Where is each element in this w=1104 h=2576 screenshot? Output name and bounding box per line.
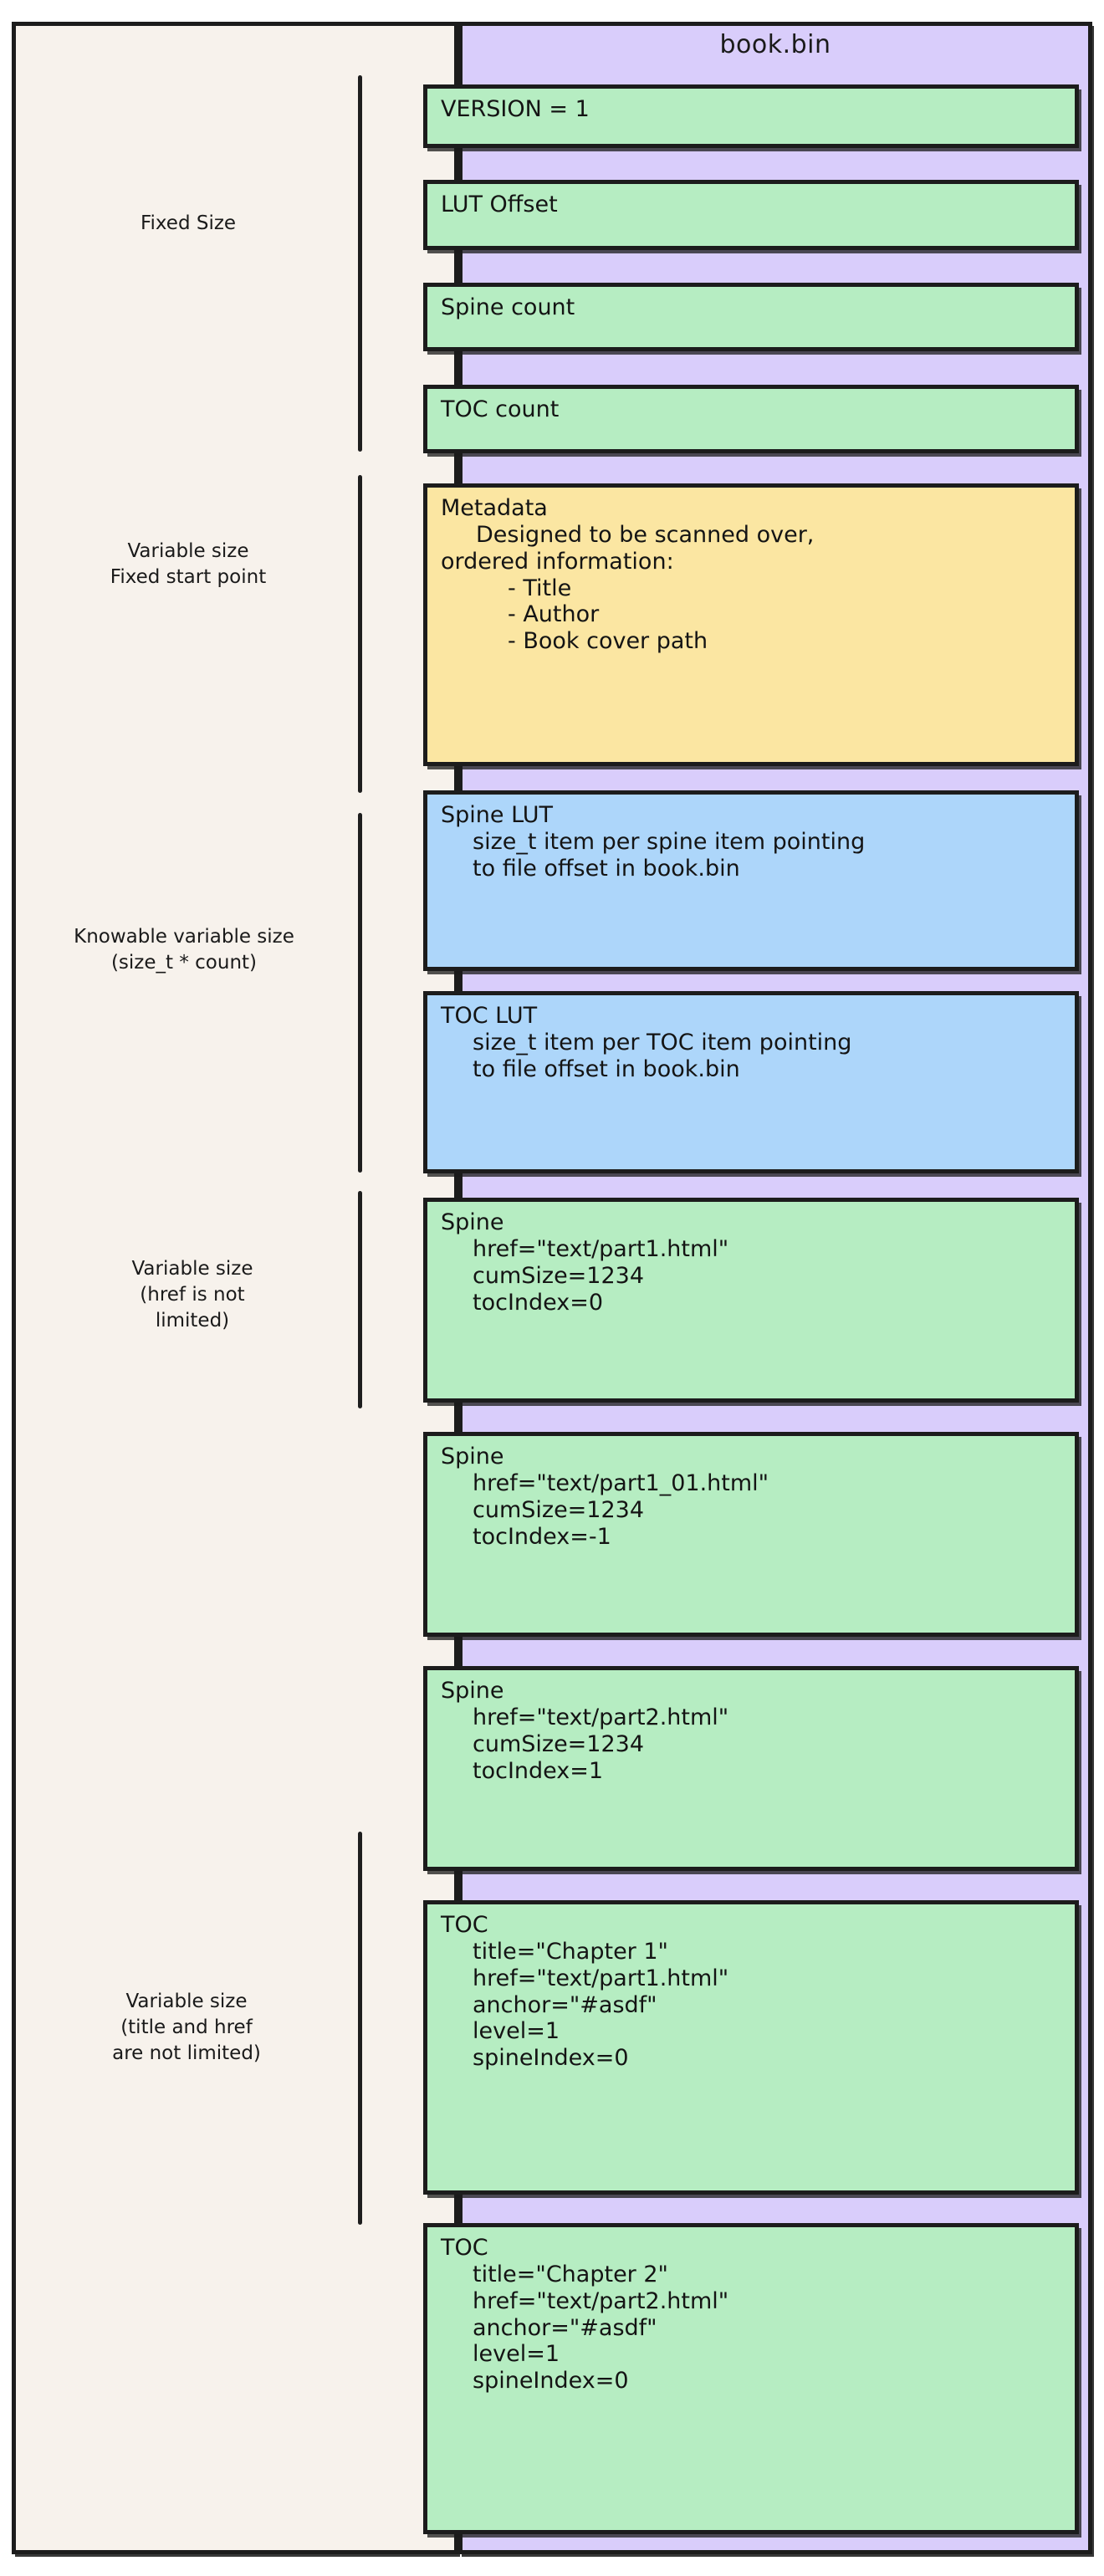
block-line: ordered information: bbox=[441, 548, 674, 575]
block-line: anchor="#asdf" bbox=[473, 1991, 657, 2018]
block-line: spineIndex=0 bbox=[473, 2368, 629, 2395]
block-line: Spine bbox=[441, 1209, 504, 1235]
annotation-variable-title-href: Variable size (title and href are not li… bbox=[112, 1991, 261, 2064]
block-line: - Book cover path bbox=[508, 628, 708, 655]
block-line: size_t item per TOC item pointing bbox=[473, 1029, 852, 1055]
block-line: TOC count bbox=[441, 396, 560, 422]
block-toc-count: TOC count bbox=[423, 385, 1079, 453]
block-line: level=1 bbox=[473, 2018, 560, 2045]
block-line: TOC bbox=[441, 2235, 488, 2261]
annotation-fixed-size: Fixed Size bbox=[140, 212, 237, 234]
block-line: title="Chapter 2" bbox=[473, 2261, 668, 2287]
block-line: Spine bbox=[441, 1444, 504, 1469]
block-line: Spine LUT bbox=[441, 802, 554, 828]
bracket-variable-href bbox=[358, 1191, 362, 1408]
block-line: TOC LUT bbox=[441, 1003, 538, 1029]
block-line: spineIndex=0 bbox=[473, 2045, 629, 2072]
bracket-variable-fixed-start bbox=[358, 475, 362, 793]
block-line: Spine bbox=[441, 1678, 504, 1704]
block-line: href="text/part1.html" bbox=[473, 1235, 729, 1262]
block-line: to file offset in book.bin bbox=[473, 855, 740, 882]
block-line: to file offset in book.bin bbox=[473, 1055, 740, 1082]
annotation-variable-fixed-start: Variable size Fixed start point bbox=[110, 540, 267, 588]
block-line: cumSize=1234 bbox=[473, 1262, 645, 1289]
block-line: level=1 bbox=[473, 2341, 560, 2368]
block-line: href="text/part1.html" bbox=[473, 1965, 729, 1991]
annotation-panel bbox=[12, 22, 458, 2554]
block-line: LUT Offset bbox=[441, 192, 558, 217]
block-line: href="text/part1_01.html" bbox=[473, 1469, 769, 1496]
bracket-knowable-variable bbox=[358, 813, 362, 1173]
block-line: tocIndex=-1 bbox=[473, 1523, 611, 1550]
block-line: size_t item per spine item pointing bbox=[473, 828, 866, 855]
block-line: href="text/part2.html" bbox=[473, 2287, 729, 2314]
annotation-knowable-variable: Knowable variable size (size_t * count) bbox=[74, 926, 294, 974]
block-spine-count: Spine count bbox=[423, 283, 1079, 351]
block-line: Metadata bbox=[441, 495, 548, 521]
bracket-variable-title-href bbox=[358, 1832, 362, 2225]
file-title: book.bin bbox=[719, 30, 831, 59]
block-line: tocIndex=0 bbox=[473, 1289, 604, 1316]
bracket-fixed-size bbox=[358, 75, 362, 452]
block-version: VERSION = 1 bbox=[423, 84, 1079, 148]
annotation-variable-href: Variable size (href is not limited) bbox=[131, 1258, 253, 1331]
block-line: - Author bbox=[508, 601, 600, 628]
block-line: VERSION = 1 bbox=[441, 96, 590, 122]
block-line: Designed to be scanned over, bbox=[476, 521, 815, 548]
block-line: Spine count bbox=[441, 294, 575, 320]
block-line: - Title bbox=[508, 575, 572, 601]
block-line: TOC bbox=[441, 1912, 488, 1938]
block-lut-offset: LUT Offset bbox=[423, 180, 1079, 250]
block-line: tocIndex=1 bbox=[473, 1757, 604, 1784]
block-line: anchor="#asdf" bbox=[473, 2314, 657, 2341]
block-line: title="Chapter 1" bbox=[473, 1938, 668, 1965]
block-line: href="text/part2.html" bbox=[473, 1704, 729, 1730]
block-line: cumSize=1234 bbox=[473, 1496, 645, 1523]
block-line: cumSize=1234 bbox=[473, 1730, 645, 1757]
